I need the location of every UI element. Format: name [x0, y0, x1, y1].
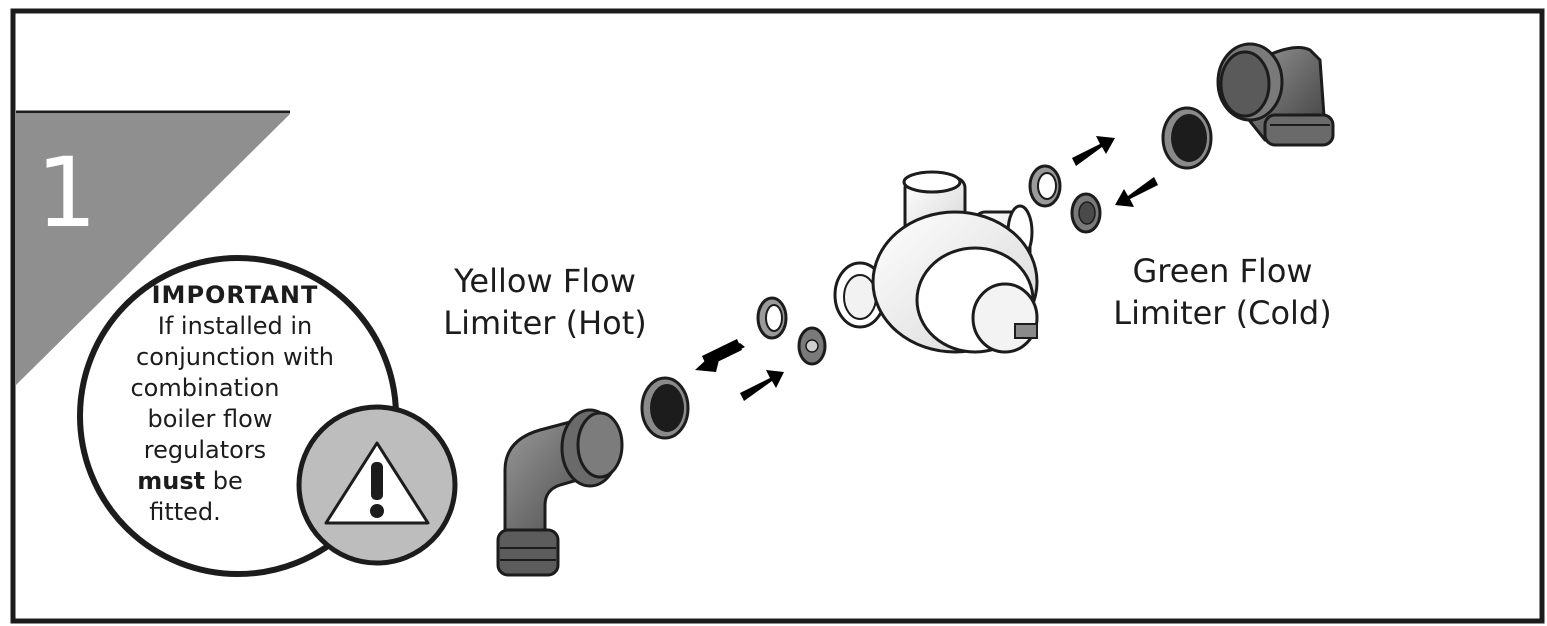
cold-label-line1: Green Flow	[1132, 252, 1313, 290]
note-line: If installed in	[157, 312, 313, 340]
step-number: 1	[36, 137, 98, 249]
must-emphasis: must	[137, 467, 206, 495]
hot-label-line2: Limiter (Hot)	[443, 304, 647, 342]
note-line: conjunction with	[136, 343, 334, 371]
hot-seal-washer	[640, 376, 690, 440]
hot-flow-limiter-label: Yellow Flow Limiter (Hot)	[420, 260, 670, 344]
hot-retaining-ring	[756, 296, 788, 340]
important-title: IMPORTANT	[151, 281, 319, 309]
hot-label-line1: Yellow Flow	[454, 262, 636, 300]
step-banner	[16, 114, 290, 385]
hot-elbow-fitting	[496, 408, 624, 577]
hot-arrow-in	[740, 370, 784, 401]
cold-arrow-in	[1115, 177, 1158, 207]
note-line: combination	[130, 374, 280, 402]
note-line-must: must be	[100, 466, 370, 497]
warning-triangle-icon	[324, 441, 430, 525]
green-flow-limiter	[1070, 192, 1102, 234]
note-line: regulators	[143, 436, 267, 464]
note-line: fitted.	[149, 498, 221, 526]
outer-frame	[10, 8, 1545, 624]
note-line: boiler flow	[147, 405, 273, 433]
note-line: be	[205, 467, 243, 495]
cold-elbow-fitting	[1216, 42, 1335, 147]
important-note: IMPORTANT If installed in conjunction wi…	[100, 280, 370, 528]
yellow-flow-limiter	[797, 326, 827, 366]
cold-arrow-out	[1072, 136, 1115, 166]
cold-retaining-ring	[1028, 164, 1062, 208]
cold-flow-limiter-label: Green Flow Limiter (Cold)	[1090, 250, 1355, 334]
valve-body	[833, 170, 1039, 354]
cold-seal-washer	[1161, 106, 1213, 170]
cold-label-line2: Limiter (Cold)	[1113, 294, 1332, 332]
hot-arrow-out-shaft	[702, 339, 742, 367]
